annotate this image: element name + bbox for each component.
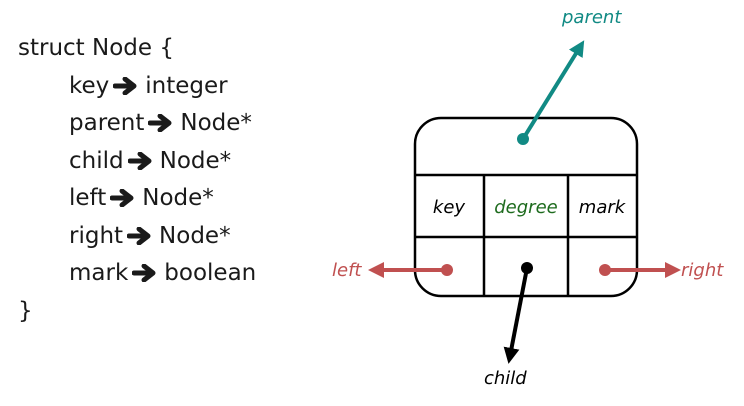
field-line-parent: parent Node* bbox=[18, 105, 256, 143]
left-pointer-label: left bbox=[332, 260, 362, 281]
right-arrow-icon bbox=[110, 189, 134, 207]
field-type: integer bbox=[145, 72, 228, 99]
cell-degree-label: degree bbox=[494, 197, 557, 218]
field-name: parent bbox=[69, 110, 145, 136]
child-pointer-arrow bbox=[503, 267, 529, 364]
field-type: Node* bbox=[159, 147, 232, 174]
parent-pointer-dot bbox=[517, 133, 529, 145]
right-arrow-icon bbox=[127, 151, 152, 170]
right-pointer-dot bbox=[599, 264, 611, 276]
child-pointer-dot bbox=[521, 262, 533, 274]
field-type: Node* bbox=[159, 222, 231, 249]
field-name: left bbox=[69, 185, 107, 211]
right-pointer-label: right bbox=[681, 260, 724, 281]
field-type: Node* bbox=[142, 185, 214, 211]
field-line-child: child Node* bbox=[18, 143, 256, 181]
field-line-left: left Node* bbox=[18, 180, 256, 218]
field-name: mark bbox=[69, 260, 129, 286]
cell-key-label: key bbox=[433, 197, 465, 218]
field-type: Node* bbox=[180, 110, 252, 136]
field-line-mark: mark boolean bbox=[18, 255, 256, 293]
right-arrow-icon bbox=[127, 226, 151, 245]
child-pointer-label: child bbox=[484, 368, 527, 389]
struct-closing: } bbox=[18, 297, 33, 324]
field-name: right bbox=[69, 222, 124, 249]
right-arrow-icon bbox=[113, 76, 137, 95]
cell-mark-label: mark bbox=[579, 197, 627, 218]
parent-pointer-label: parent bbox=[561, 7, 622, 28]
right-arrow-icon bbox=[132, 264, 156, 282]
struct-header: struct Node { bbox=[18, 35, 174, 61]
left-pointer-dot bbox=[441, 264, 453, 276]
right-arrow-icon bbox=[148, 114, 172, 132]
field-name: key bbox=[69, 72, 110, 99]
field-type: boolean bbox=[164, 260, 257, 286]
field-line-right: right Node* bbox=[18, 218, 256, 256]
field-line-key: key integer bbox=[18, 68, 256, 106]
node-box bbox=[413, 116, 639, 298]
field-name: child bbox=[69, 147, 124, 174]
parent-pointer-arrow bbox=[521, 40, 585, 141]
